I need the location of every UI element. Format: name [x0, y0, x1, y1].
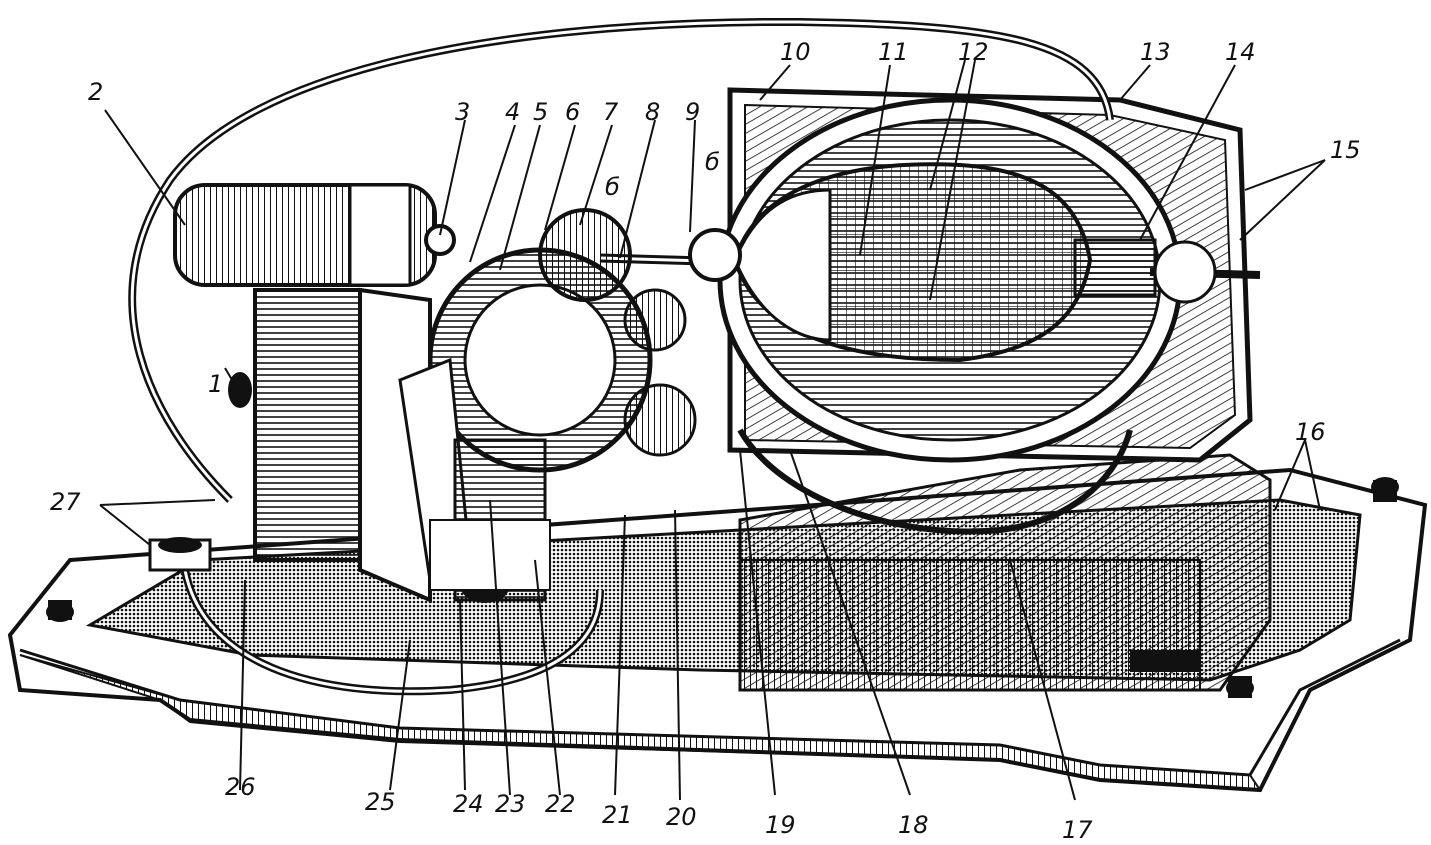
callout-label-l17: 17 — [1062, 816, 1093, 844]
callout-label-l21: 21 — [602, 801, 633, 829]
callout-label-lb2: б — [705, 148, 720, 176]
leader-lines — [99, 59, 1326, 801]
callout-label-l5: 5 — [533, 98, 548, 126]
callout-label-l16: 16 — [1295, 418, 1326, 446]
callout-label-l11: 11 — [878, 38, 909, 66]
gear-train — [427, 208, 742, 473]
callout-label-l7: 7 — [603, 98, 619, 126]
callout-label-l22: 22 — [545, 790, 576, 818]
callout-label-l1: 1 — [208, 370, 223, 398]
callout-label-l4: 4 — [505, 98, 520, 126]
callout-label-l10: 10 — [780, 38, 811, 66]
cable — [128, 17, 1133, 696]
rotor — [732, 162, 1261, 363]
callout-label-l3: 3 — [455, 98, 470, 126]
callout-label-l14: 14 — [1225, 38, 1256, 66]
callout-label-l15: 15 — [1330, 136, 1361, 164]
callout-label-l20: 20 — [666, 803, 697, 831]
callout-label-l6: 6 — [565, 98, 580, 126]
callout-label-l19: 19 — [765, 811, 796, 839]
contact-assembly — [398, 357, 551, 603]
callout-label-l27: 27 — [50, 488, 81, 516]
lower-housing — [738, 453, 1272, 692]
terminal-block — [148, 537, 212, 572]
drive-motor — [173, 183, 456, 287]
callout-label-l25: 25 — [365, 788, 396, 816]
callout-label-l8: 8 — [645, 98, 660, 126]
callout-label-l26: 26 — [225, 773, 256, 801]
callout-label-l12: 12 — [958, 38, 989, 66]
callout-label-l13: 13 — [1140, 38, 1171, 66]
large-gear — [228, 287, 432, 604]
callout-label-l24: 24 — [453, 790, 484, 818]
callout-label-lb1: б — [605, 173, 620, 201]
callout-label-l9: 9 — [685, 98, 700, 126]
mounting-bolts — [46, 477, 1399, 698]
callout-label-l2: 2 — [88, 78, 103, 106]
callout-label-l18: 18 — [898, 811, 929, 839]
callout-label-l23: 23 — [495, 790, 526, 818]
